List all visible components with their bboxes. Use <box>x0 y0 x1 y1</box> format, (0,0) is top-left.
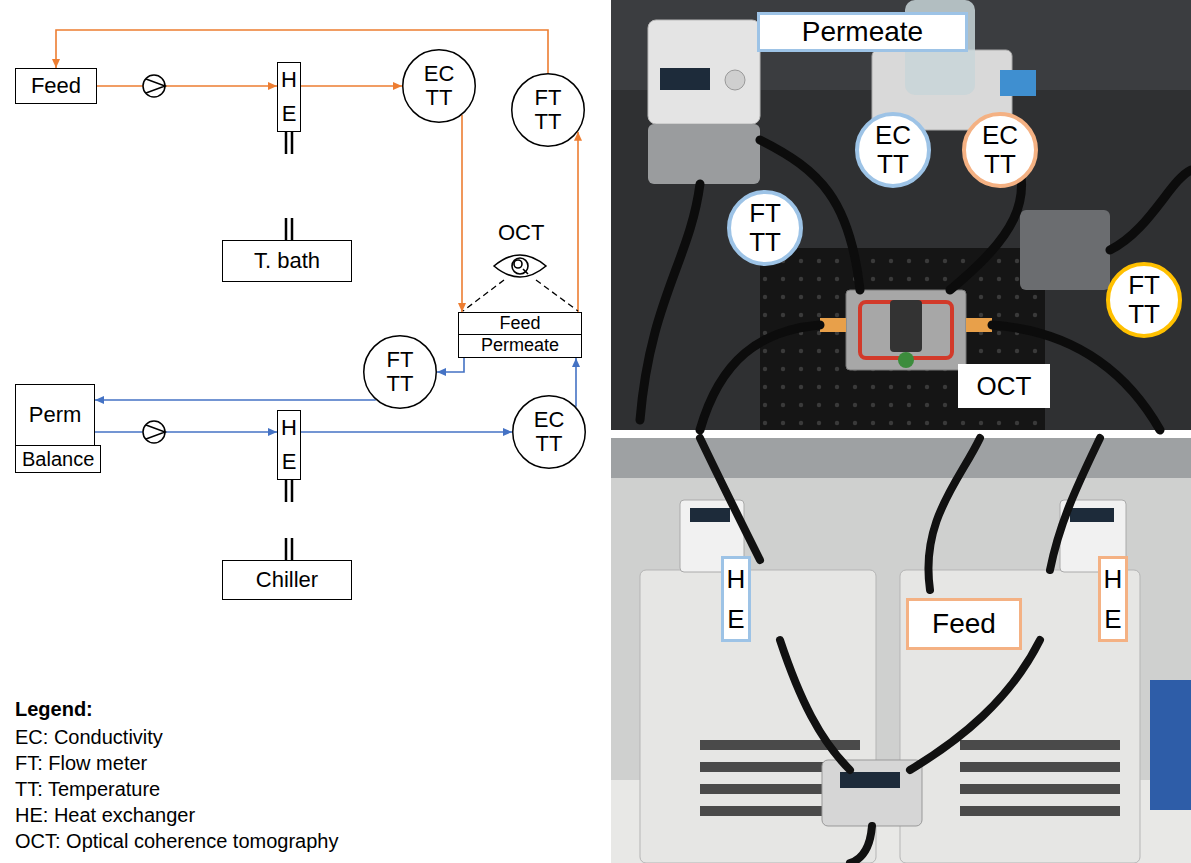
device-label: OCT <box>498 220 544 246</box>
node-text: Permeate <box>481 336 559 356</box>
circle-shape <box>964 114 1036 186</box>
cell-channel-box: Feed <box>458 312 582 335</box>
chiller-photo <box>611 438 1191 863</box>
photo-sensor-tag: FT TT <box>1106 262 1182 338</box>
chiller-box: Chiller <box>222 560 352 600</box>
flow-connector <box>577 132 579 312</box>
node-text: Feed <box>932 609 996 640</box>
node-text: Balance <box>22 448 94 470</box>
sensor-circle: EC TT <box>512 395 586 469</box>
node-text: EC TT <box>982 121 1018 178</box>
heat-exchanger-box: H E <box>277 62 301 132</box>
photo-tag: H E <box>721 556 751 642</box>
circle-shape <box>364 336 437 409</box>
node-text: T. bath <box>254 249 320 273</box>
node-text: FT TT <box>749 199 781 256</box>
flow-connector <box>461 115 463 312</box>
flow-connector <box>95 399 376 401</box>
photo-tag: Permeate <box>757 12 968 52</box>
eye-symbol <box>494 255 546 277</box>
photo-sensor-tag: EC TT <box>855 112 931 188</box>
flow-connector <box>301 431 512 433</box>
flow-connector <box>437 358 464 372</box>
circle-shape <box>729 192 801 264</box>
cell-channel-box: Permeate <box>458 334 582 358</box>
lab-bench-photo <box>611 0 1191 430</box>
photo-sensor-tag: EC TT <box>962 112 1038 188</box>
flow-connector <box>97 85 277 87</box>
node-text: FT TT <box>1128 271 1160 328</box>
node-text: H E <box>1104 559 1123 639</box>
circle-shape <box>857 114 929 186</box>
tank-box: Perm <box>15 384 95 446</box>
node-text: EC TT <box>534 408 565 456</box>
node-text: Perm <box>29 403 82 427</box>
node-text: FT TT <box>535 86 562 134</box>
balance-box: Balance <box>15 445 101 473</box>
view-cone-line <box>463 280 578 311</box>
flow-connector <box>56 30 548 73</box>
flow-connector <box>575 358 577 407</box>
node-text: Feed <box>31 74 81 98</box>
circle-shape <box>1108 264 1180 336</box>
node-text: EC TT <box>424 62 455 110</box>
flow-connector <box>301 85 402 87</box>
legend-entry: EC: Conductivity <box>15 726 163 749</box>
node-text: H E <box>727 559 746 639</box>
legend-entry: OCT: Optical coherence tomography <box>15 830 339 853</box>
sensor-circle: FT TT <box>511 73 585 147</box>
node-text: Feed <box>499 314 540 334</box>
circle-shape <box>512 74 585 147</box>
circle-shape <box>403 50 476 123</box>
node-text: EC TT <box>875 121 911 178</box>
node-text: Permeate <box>802 17 923 48</box>
photo-tag: OCT <box>958 364 1050 408</box>
circle-shape <box>513 396 586 469</box>
legend-entry: TT: Temperature <box>15 778 160 801</box>
sensor-circle: EC TT <box>402 49 476 123</box>
legend-entry: FT: Flow meter <box>15 752 147 775</box>
tank-box: Feed <box>15 68 97 104</box>
node-text: H E <box>281 411 297 479</box>
bath-box: T. bath <box>222 240 352 282</box>
node-text: Chiller <box>256 568 318 592</box>
node-text: FT TT <box>387 348 414 396</box>
photo-tag: H E <box>1098 556 1128 642</box>
legend-heading: Legend: <box>15 698 93 721</box>
sensor-circle: FT TT <box>363 335 437 409</box>
thermal-link <box>286 480 292 560</box>
photo-tag: Feed <box>906 598 1022 650</box>
pump-symbol <box>143 75 165 97</box>
node-text: OCT <box>977 372 1032 401</box>
legend-entry: HE: Heat exchanger <box>15 804 195 827</box>
photo-sensor-tag: FT TT <box>727 190 803 266</box>
node-text: H E <box>281 63 297 131</box>
flow-connector <box>95 431 277 433</box>
thermal-link <box>286 132 292 240</box>
heat-exchanger-box: H E <box>277 410 301 480</box>
pump-symbol <box>143 421 165 443</box>
